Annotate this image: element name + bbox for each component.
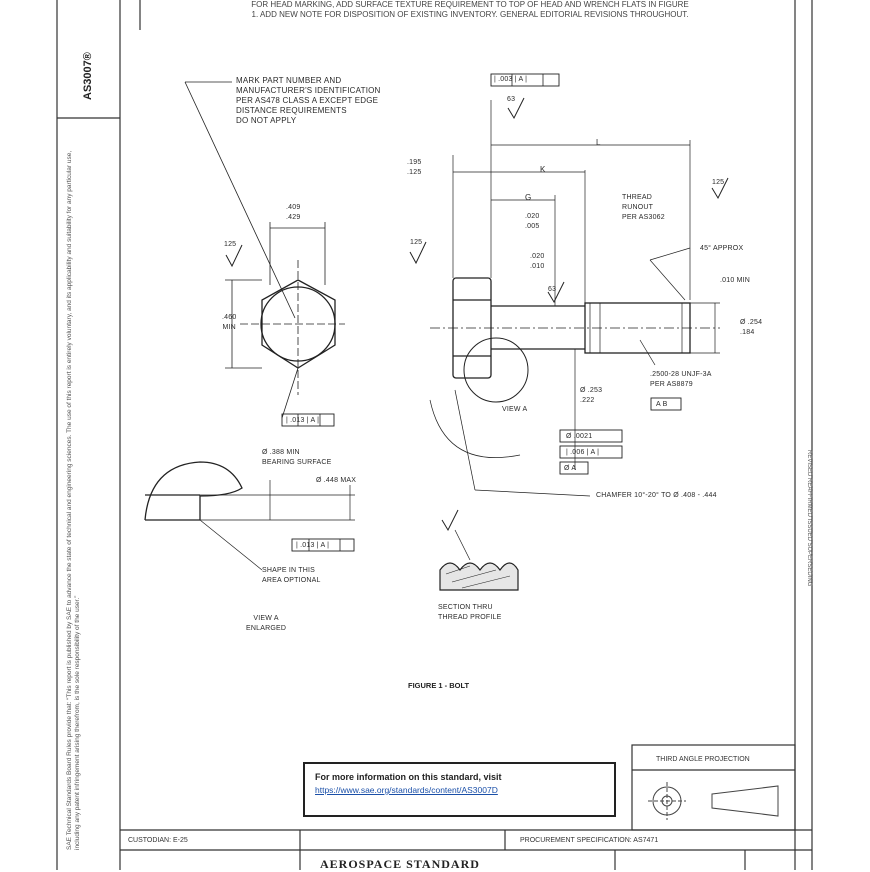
note-line: RUNOUT <box>622 204 654 211</box>
revision-note-line-1: FOR HEAD MARKING, ADD SURFACE TEXTURE RE… <box>251 0 689 9</box>
chamfer-small-dim: .020 .010 <box>530 252 544 272</box>
marking-note: MARK PART NUMBER AND MANUFACTURER'S IDEN… <box>236 76 381 126</box>
head-width-dim: .409 .429 <box>286 203 300 223</box>
dim-value: .184 <box>740 329 755 336</box>
right-margin-text: REVISED REAFFIRMED ISSUED SUPERSEDING <box>806 450 812 587</box>
note-line: PER AS8879 <box>650 381 693 388</box>
grip-dim: .020 .005 <box>525 212 539 232</box>
shank-dia-dim: Ø .254 .184 <box>740 318 762 338</box>
dim-value: .429 <box>286 214 301 221</box>
note-line: .2500-28 UNJF-3A <box>650 371 712 378</box>
dim-value: .195 <box>407 159 422 166</box>
shape-optional-note: SHAPE IN THIS AREA OPTIONAL <box>262 566 321 586</box>
note-line: Ø .388 MIN <box>262 449 300 456</box>
revision-note: FOR HEAD MARKING, ADD SURFACE TEXTURE RE… <box>150 0 790 20</box>
note-line: SHAPE IN THIS <box>262 567 316 574</box>
body-dia-dim: Ø .253 .222 <box>580 386 602 406</box>
tolerance-frame-3: Ø A <box>564 465 577 472</box>
roughness-label: 125 <box>410 239 423 246</box>
note-line: BEARING SURFACE <box>262 459 332 466</box>
max-dia-label: Ø .448 MAX <box>316 477 357 484</box>
dim-L: L <box>596 138 601 147</box>
thread-section-view <box>439 529 519 591</box>
bearing-surface-note: Ø .388 MIN BEARING SURFACE <box>262 448 332 468</box>
dim-value: .020 <box>530 253 545 260</box>
thread-runout-note: THREAD RUNOUT PER AS3062 <box>622 193 665 223</box>
dim-value: .409 <box>286 204 301 211</box>
left-margin-disclaimer: SAE Technical Standards Board Rules prov… <box>66 150 81 850</box>
dim-value: .010 <box>530 263 545 270</box>
roughness-label: 125 <box>712 179 725 186</box>
thread-datum-box: A B <box>656 401 668 408</box>
view-a-enlarged-label: VIEW A ENLARGED <box>246 614 286 634</box>
note-line: PER AS3062 <box>622 214 665 221</box>
standard-title: AEROSPACE STANDARD <box>320 857 480 871</box>
datum-feature-top: | .003 | A | <box>494 76 528 83</box>
projection-label: THIRD ANGLE PROJECTION <box>656 756 750 763</box>
bolt-side-view <box>429 73 720 497</box>
chamfer-note: CHAMFER 10°-20° TO Ø .408 - .444 <box>596 492 717 499</box>
more-info-box: For more information on this standard, v… <box>303 762 616 817</box>
note-line: SECTION THRU <box>438 604 493 611</box>
dim-value: .005 <box>525 223 540 230</box>
view-a-enlarged <box>144 461 355 571</box>
procurement-label: PROCUREMENT SPECIFICATION: AS7471 <box>520 837 659 844</box>
note-line: THREAD <box>622 194 652 201</box>
standard-link[interactable]: https://www.sae.org/standards/content/AS… <box>315 785 498 795</box>
sheet-border <box>56 0 813 870</box>
roughness-label: 63 <box>507 96 516 103</box>
dim-K: K <box>540 165 546 174</box>
dim-value: .460 <box>222 314 237 321</box>
marking-note-line: DISTANCE REQUIREMENTS <box>236 106 347 115</box>
figure-caption: FIGURE 1 - BOLT <box>408 681 470 690</box>
head-across-dim: .460 MIN <box>222 313 236 333</box>
more-info-title: For more information on this standard, v… <box>315 772 502 782</box>
thread-spec: .2500-28 UNJF-3A PER AS8879 <box>650 370 712 390</box>
bolt-head-front-view <box>184 81 345 427</box>
third-angle-projection-icon <box>648 782 779 820</box>
datum-feature-head: | .013 | A | <box>286 417 320 424</box>
angle-approx-label: 45° APPROX <box>700 245 744 252</box>
marking-note-line: MARK PART NUMBER AND <box>236 76 342 85</box>
view-a-callout: VIEW A <box>502 406 528 413</box>
tolerance-frame-1: Ø .0021 <box>566 433 593 440</box>
dim-value: .222 <box>580 397 595 404</box>
dim-value: .020 <box>525 213 540 220</box>
surface-roughness-symbols <box>225 97 729 532</box>
document-number: AS3007® <box>82 52 94 100</box>
custodian-label: CUSTODIAN: E-25 <box>128 837 188 844</box>
dim-value: Ø .254 <box>740 319 763 326</box>
head-height-dim: .195 .125 <box>407 158 421 178</box>
roughness-label: 125 <box>224 241 237 248</box>
dim-value: Ø .253 <box>580 387 603 394</box>
dim-value: MIN <box>222 324 236 331</box>
datum-feature-view-a: | .013 | A | <box>296 542 330 549</box>
marking-note-line: MANUFACTURER'S IDENTIFICATION <box>236 86 381 95</box>
note-line: AREA OPTIONAL <box>262 577 321 584</box>
note-line: ENLARGED <box>246 625 287 632</box>
marking-note-line: DO NOT APPLY <box>236 116 297 125</box>
marking-note-line: PER AS478 CLASS A EXCEPT EDGE <box>236 96 379 105</box>
note-line: VIEW A <box>253 615 279 622</box>
dim-G: G <box>525 193 532 202</box>
min-dim-label: .010 MIN <box>720 277 750 284</box>
tolerance-frame-2: | .006 | A | <box>566 449 600 456</box>
dim-value: .125 <box>407 169 422 176</box>
note-line: THREAD PROFILE <box>438 614 502 621</box>
revision-note-line-2: 1. ADD NEW NOTE FOR DISPOSITION OF EXIST… <box>251 10 689 19</box>
section-label: SECTION THRU THREAD PROFILE <box>438 603 501 623</box>
roughness-label: 63 <box>548 286 557 293</box>
